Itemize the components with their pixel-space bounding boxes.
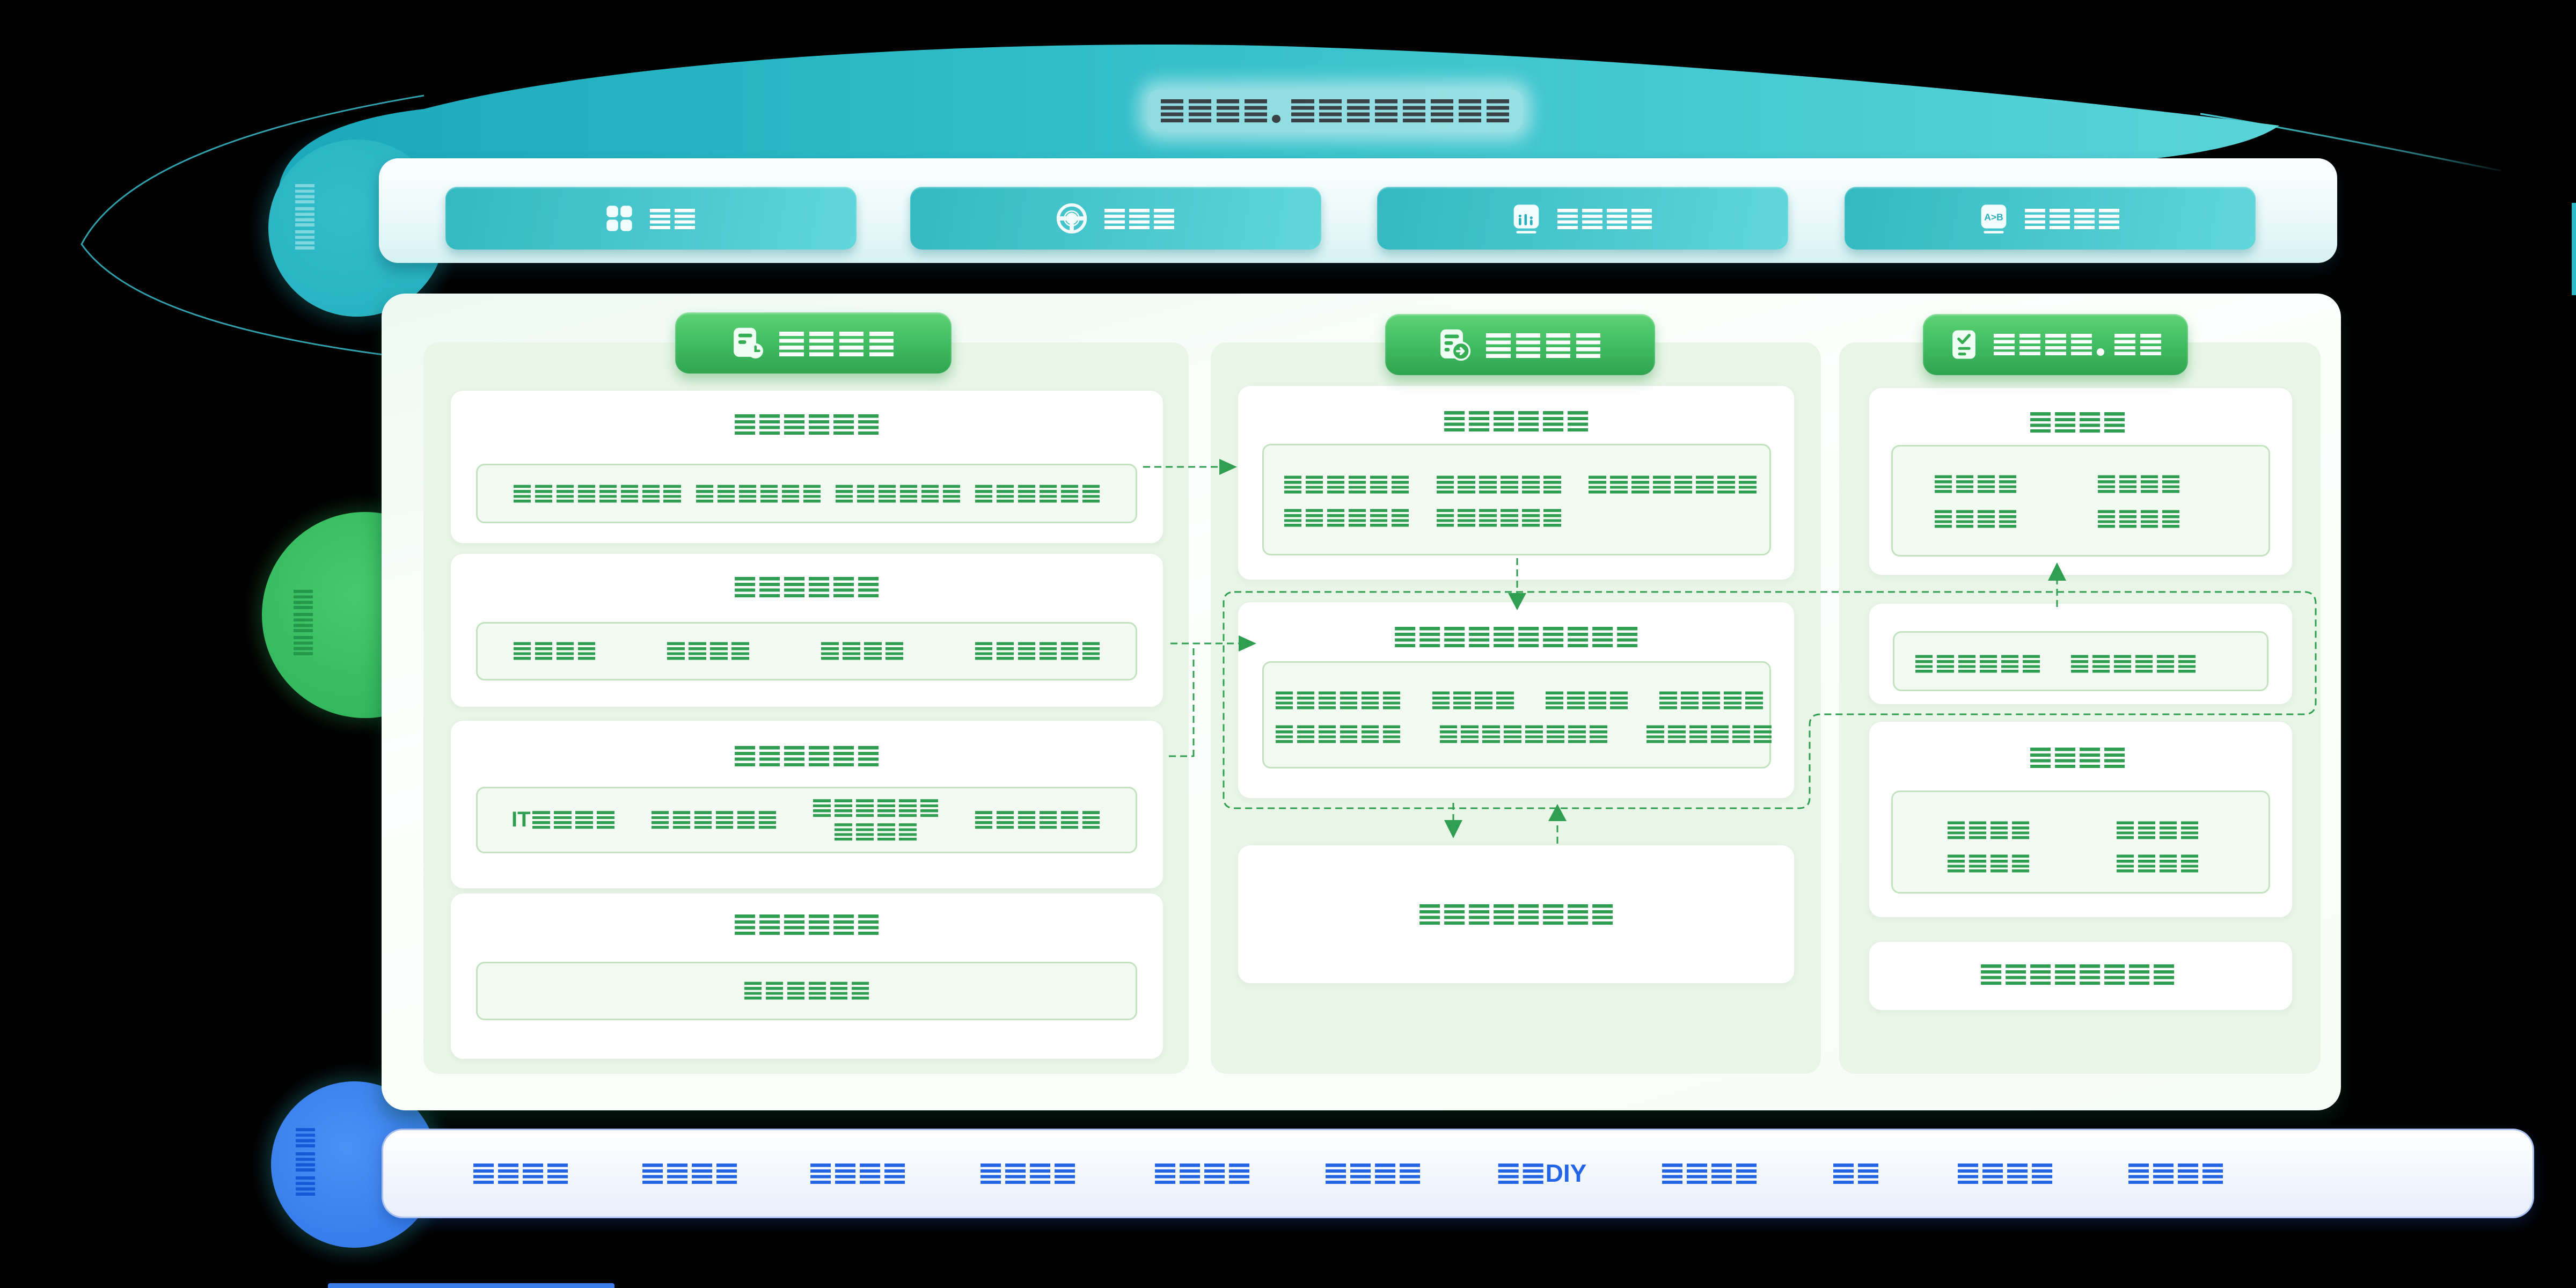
svg-text:A>B: A>B (1984, 211, 2003, 222)
